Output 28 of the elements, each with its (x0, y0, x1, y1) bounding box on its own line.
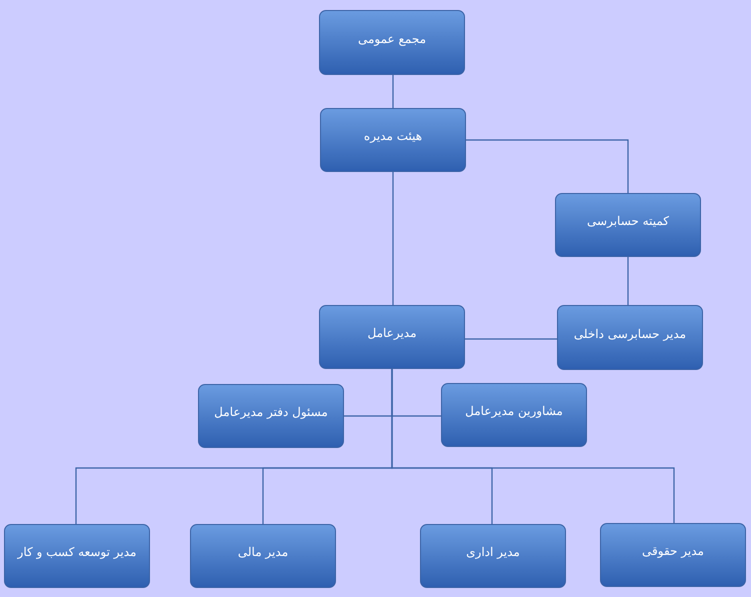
box-label: مدیر توسعه کسب و کار (18, 545, 136, 559)
connector-line (466, 139, 629, 193)
org-box (441, 383, 587, 447)
connector-line (391, 369, 675, 523)
box-label: مسئول دفتر مدیرعامل (214, 405, 328, 419)
box-label: کمیته حسابرسی (587, 214, 669, 228)
connector-line (392, 75, 394, 108)
box-label: مدیر مالی (238, 545, 288, 559)
org-box (600, 523, 746, 587)
org-box (319, 10, 465, 75)
connector-line (627, 257, 629, 305)
box-label: هیئت مدیره (364, 129, 422, 143)
box-label: مدیر حسابرسی داخلی (574, 326, 686, 340)
org-box (320, 108, 466, 172)
box-label: مدیر حقوقی (642, 544, 704, 558)
org-box (190, 524, 336, 588)
org-box (198, 384, 344, 448)
box-label: مدیرعامل (367, 326, 417, 340)
box-label: مجمع عمومی (358, 32, 426, 46)
connector-line (465, 338, 557, 340)
org-box (557, 305, 703, 370)
connector-line (392, 172, 394, 305)
org-box (555, 193, 701, 257)
org-box (4, 524, 150, 588)
box-label: مدیر اداری (466, 545, 520, 559)
org-box (319, 305, 465, 369)
box-label: مشاورین مدیرعامل (465, 404, 563, 418)
org-box (420, 524, 566, 588)
